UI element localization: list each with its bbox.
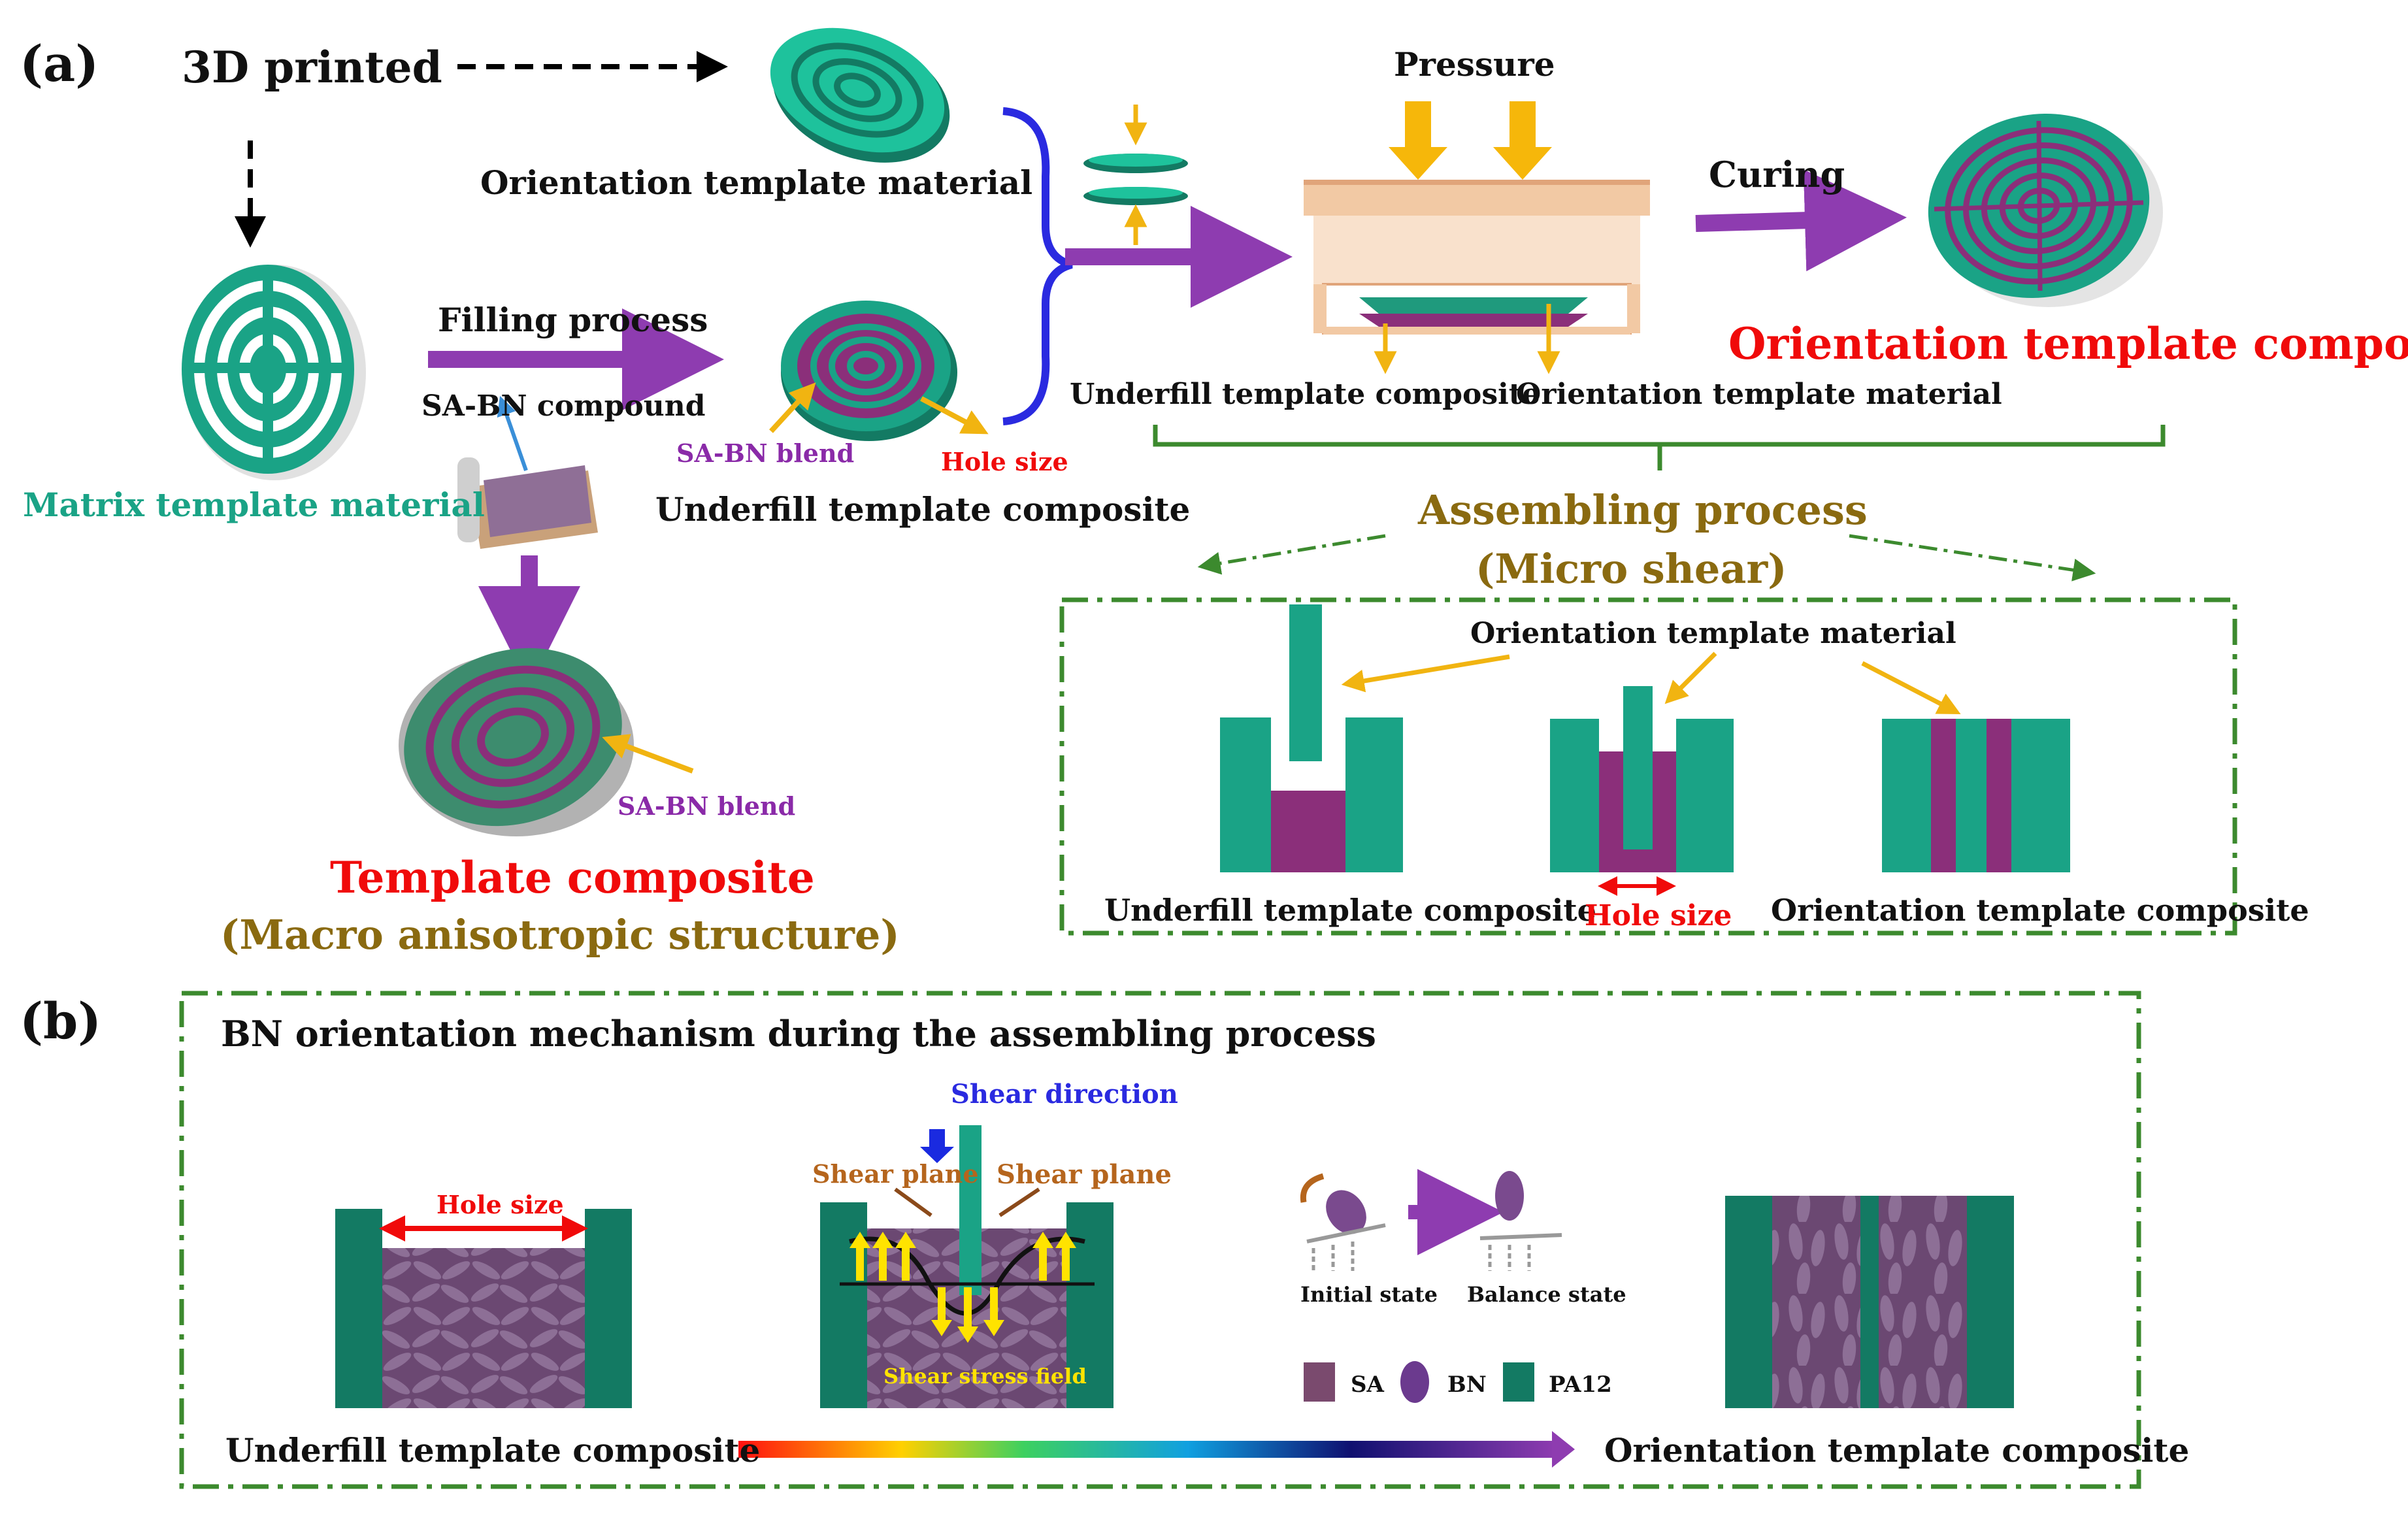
box-orientation-composite-label: Orientation template composite <box>1771 893 2309 928</box>
sabn-blend-label-2: SA-BN blend <box>618 791 796 821</box>
underfill-label: Underfill template composite <box>655 490 1191 529</box>
macro-label: (Macro anisotropic structure) <box>220 911 900 959</box>
pressure-label: Pressure <box>1394 45 1555 84</box>
sabn-compound-label: SA-BN compound <box>421 389 706 423</box>
panel-a-tag: (a) <box>20 35 99 93</box>
gradient-arrow-head <box>1552 1431 1575 1468</box>
sabn-blend-label: SA-BN blend <box>676 438 855 468</box>
assembly-step-2 <box>1550 651 1734 896</box>
legend-swatches <box>1304 1361 1534 1403</box>
mechanism-title: BN orientation mechanism during the asse… <box>221 1013 1376 1055</box>
box-hole-size-label: Hole size <box>1585 899 1732 932</box>
assembly-step-3 <box>1861 661 2070 872</box>
hole-size-label: Hole size <box>941 447 1068 476</box>
printed-label: 3D printed <box>182 42 442 93</box>
balance-state-label: Balance state <box>1467 1282 1626 1307</box>
shear-direction-label: Shear direction <box>951 1079 1178 1110</box>
panel-b-tag: (b) <box>20 992 102 1050</box>
filling-label: Filling process <box>438 301 708 339</box>
box-underfill-label: Underfill template composite <box>1104 893 1596 928</box>
orientation-composite-title: Orientation template composite <box>1728 318 2408 369</box>
orientation-template-disc <box>770 27 950 163</box>
matrix-material-label: Matrix template material <box>23 485 485 524</box>
mechanism-step-4 <box>1725 1196 2014 1408</box>
template-composite-disc <box>399 648 694 836</box>
mechanism-orientation-label: Orientation template composite <box>1604 1431 2190 1470</box>
initial-state-label: Initial state <box>1300 1282 1438 1307</box>
gradient-arrow <box>738 1441 1555 1458</box>
mechanism-step-1 <box>335 1209 632 1408</box>
curing-label: Curing <box>1709 154 1845 195</box>
brace <box>1002 107 1073 425</box>
assembling-label: Assembling process <box>1418 486 1868 534</box>
mechanism-box <box>179 991 2141 1489</box>
rotation-illustration <box>1300 1169 1562 1271</box>
legend-bn: BN <box>1447 1372 1487 1398</box>
press <box>1304 101 1650 374</box>
legend-pa12: PA12 <box>1549 1372 1612 1398</box>
dashdot-arrow-right <box>1849 534 2096 582</box>
legend-sa: SA <box>1351 1372 1384 1398</box>
mechanism-hole-size: Hole size <box>437 1190 564 1219</box>
stacked-discs <box>1083 105 1188 245</box>
mechanism-underfill-label: Underfill template composite <box>225 1431 761 1470</box>
orientation-composite-disc <box>1928 114 2163 307</box>
template-composite-title: Template composite <box>330 852 815 903</box>
assembling-bracket <box>1153 425 2166 470</box>
dashdot-arrow-left <box>1197 534 1386 575</box>
sabn-compound-sheet <box>457 395 598 549</box>
underfill-template-disc <box>769 301 989 441</box>
shear-field-label: Shear stress field <box>883 1364 1087 1389</box>
box-orientation-material-label: Orientation template material <box>1470 617 1956 650</box>
orientation-material-label: Orientation template material <box>480 163 1033 202</box>
micro-shear-label: (Micro shear) <box>1476 545 1787 593</box>
shear-plane-right: Shear plane <box>997 1159 1172 1190</box>
press-underfill-label: Underfill template composite <box>1070 378 1541 411</box>
press-orientation-label: Orientation template material <box>1516 378 2002 411</box>
assembly-step-1 <box>1220 604 1510 872</box>
matrix-template-disc <box>182 265 366 480</box>
shear-plane-left: Shear plane <box>812 1159 979 1189</box>
mechanism-step-2 <box>820 1125 1113 1408</box>
curing-arrow <box>1695 169 1907 272</box>
assembling-box <box>1059 597 2237 936</box>
